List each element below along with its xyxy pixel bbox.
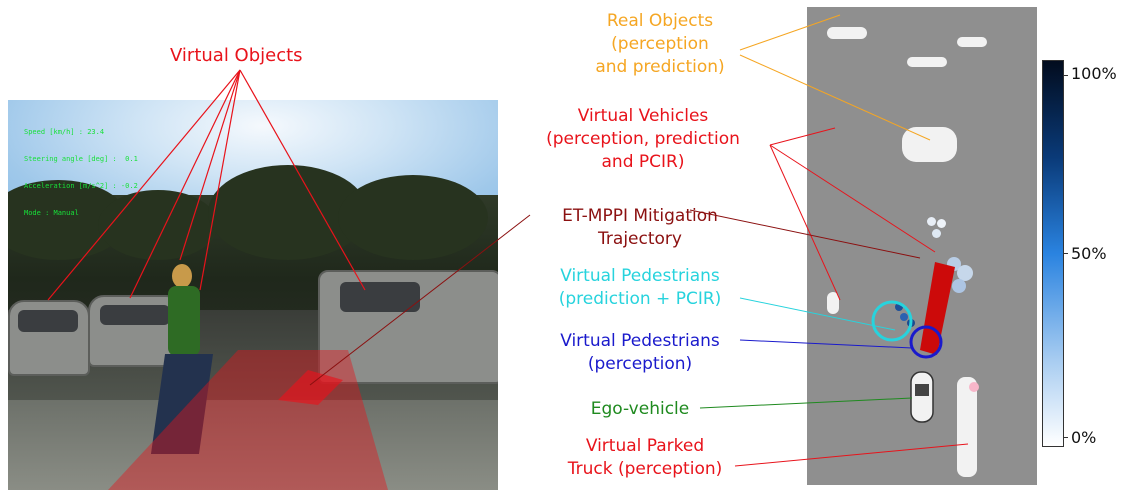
label-ped-prediction: Virtual Pedestrians (prediction + PCIR): [558, 266, 722, 309]
colorbar-tick-100: 100%: [1071, 64, 1117, 83]
label-etmppi-trajectory: ET-MPPI Mitigation Trajectory: [562, 206, 718, 249]
label-ped-perception: Virtual Pedestrians (perception): [560, 331, 720, 374]
virtual-car-left: [8, 300, 90, 376]
label-virtual-objects: Virtual Objects: [170, 45, 303, 66]
ped-prediction-circle: [871, 300, 913, 342]
label-real-objects: Real Objects (perception and prediction): [595, 11, 725, 77]
colorbar: [1042, 60, 1064, 447]
hud-acceleration: Acceleration [m/s^2] : -0.2: [24, 182, 138, 190]
virtual-vehicle-prediction: [920, 262, 955, 355]
hud-mode: Mode : Manual: [24, 209, 79, 217]
map-overlay: [871, 262, 955, 423]
camera-view: Speed [km/h] : 23.4 Steering angle [deg]…: [8, 100, 498, 490]
colorbar-tick-0: 0%: [1071, 428, 1097, 447]
label-virtual-vehicles: Virtual Vehicles (perception, prediction…: [546, 106, 740, 172]
birdseye-map: [807, 7, 1037, 485]
road: [8, 400, 498, 490]
colorbar-tick-50: 50%: [1071, 244, 1107, 263]
label-parked-truck: Virtual Parked Truck (perception): [567, 436, 723, 479]
ego-vehicle-icon: [910, 371, 934, 423]
label-ego-vehicle: Ego-vehicle: [590, 399, 690, 419]
hud-speed: Speed [km/h] : 23.4: [24, 128, 105, 136]
hud-overlay: Speed [km/h] : 23.4 Steering angle [deg]…: [24, 110, 138, 236]
hud-steering: Steering angle [deg] : 0.1: [24, 155, 138, 163]
